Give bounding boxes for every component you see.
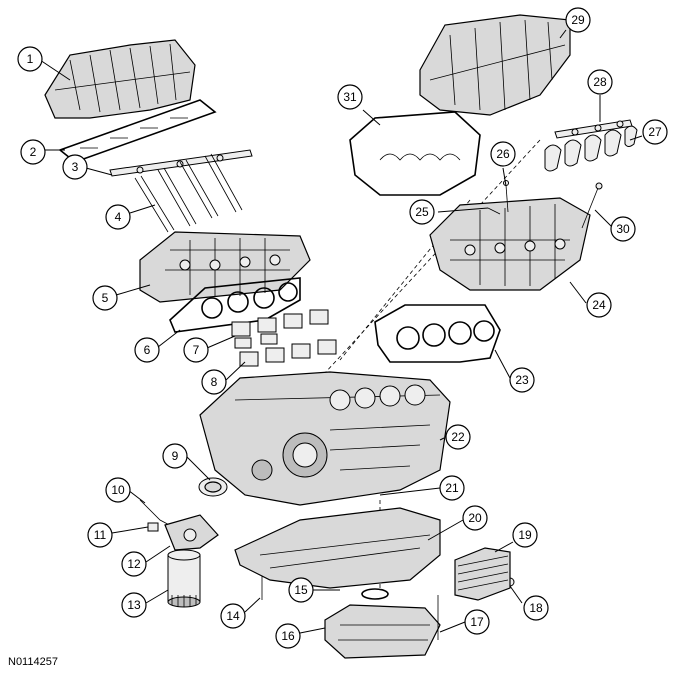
svg-text:19: 19: [518, 528, 532, 542]
svg-text:12: 12: [127, 557, 141, 571]
svg-text:21: 21: [445, 481, 459, 495]
svg-text:7: 7: [193, 343, 200, 357]
figure-reference: N0114257: [8, 656, 58, 668]
callout-12: 12: [121, 551, 147, 577]
svg-text:4: 4: [115, 210, 122, 224]
svg-text:29: 29: [571, 13, 585, 27]
svg-text:5: 5: [102, 291, 109, 305]
callout-13: 13: [121, 592, 147, 618]
svg-text:17: 17: [470, 615, 484, 629]
svg-text:24: 24: [592, 298, 606, 312]
part-19-oil-cooler: [454, 547, 511, 601]
callout-16: 16: [275, 623, 301, 649]
svg-text:22: 22: [451, 430, 465, 444]
callout-7: 7: [183, 337, 209, 363]
callout-4: 4: [105, 204, 131, 230]
svg-text:8: 8: [211, 375, 218, 389]
svg-text:25: 25: [415, 205, 429, 219]
part-4-tubes: [134, 153, 243, 233]
part-5-cylinder-head-left: [139, 231, 311, 303]
callout-17: 17: [464, 609, 490, 635]
part-30-stud: [581, 182, 603, 229]
callout-25: 25: [409, 199, 435, 225]
part-27-rocker-arms: [544, 125, 638, 172]
svg-text:10: 10: [111, 483, 125, 497]
callout-29: 29: [565, 7, 591, 33]
svg-text:6: 6: [144, 343, 151, 357]
callout-1: 1: [17, 46, 43, 72]
callout-31: 31: [337, 84, 363, 110]
part-21-oil-pan-upper: [234, 507, 441, 589]
callout-8: 8: [201, 369, 227, 395]
part-11-sensor: [147, 522, 159, 532]
part-15-gasket: [361, 588, 389, 600]
callout-26: 26: [490, 141, 516, 167]
callout-6: 6: [134, 337, 160, 363]
svg-text:28: 28: [593, 75, 607, 89]
part-31-valve-cover-gasket: [349, 111, 481, 196]
part-6-head-gasket-left: [169, 277, 301, 333]
svg-text:16: 16: [281, 629, 295, 643]
callout-3: 3: [62, 154, 88, 180]
callout-23: 23: [509, 367, 535, 393]
svg-text:11: 11: [94, 528, 107, 542]
svg-text:14: 14: [226, 609, 240, 623]
part-9-seal: [198, 477, 228, 497]
callout-11: 11: [87, 522, 113, 548]
svg-text:30: 30: [616, 222, 630, 236]
callout-27: 27: [642, 119, 668, 145]
callout-22: 22: [445, 424, 471, 450]
part-24-cylinder-head-right: [429, 197, 591, 291]
callout-15: 15: [288, 577, 314, 603]
part-7-lifters: [231, 309, 329, 349]
part-23-head-gasket-right: [374, 304, 501, 363]
svg-text:9: 9: [172, 449, 179, 463]
svg-text:2: 2: [30, 145, 37, 159]
svg-text:18: 18: [529, 601, 543, 615]
part-28-fuel-rail-right: [554, 119, 633, 139]
part-12-filter-adapter: [164, 514, 219, 551]
part-1-intake-manifold-left: [44, 39, 196, 119]
svg-text:27: 27: [648, 125, 662, 139]
callout-10: 10: [105, 477, 131, 503]
svg-text:20: 20: [468, 511, 482, 525]
svg-text:31: 31: [343, 90, 357, 104]
callout-9: 9: [162, 443, 188, 469]
leader-lines: [39, 29, 643, 634]
svg-text:23: 23: [515, 373, 529, 387]
callout-21: 21: [439, 475, 465, 501]
callout-5: 5: [92, 285, 118, 311]
callout-19: 19: [512, 522, 538, 548]
part-22-engine-block: [199, 371, 451, 506]
callout-18: 18: [523, 595, 549, 621]
svg-text:1: 1: [27, 52, 34, 66]
part-13-oil-filter: [167, 549, 201, 608]
part-8-lifter-guides: [239, 339, 337, 367]
svg-text:26: 26: [496, 147, 510, 161]
callout-20: 20: [462, 505, 488, 531]
callout-30: 30: [610, 216, 636, 242]
callouts: 1 2 3 4 5 6 7 8 9 10 11 12 13 14 15 16 1…: [17, 7, 668, 649]
part-29-intake-manifold-right: [419, 14, 571, 116]
callout-14: 14: [220, 603, 246, 629]
svg-text:13: 13: [127, 598, 141, 612]
callout-2: 2: [20, 139, 46, 165]
svg-text:3: 3: [72, 160, 79, 174]
callout-28: 28: [587, 69, 613, 95]
part-16-oil-pan-lower: [324, 604, 441, 659]
callout-24: 24: [586, 292, 612, 318]
svg-text:15: 15: [294, 583, 308, 597]
